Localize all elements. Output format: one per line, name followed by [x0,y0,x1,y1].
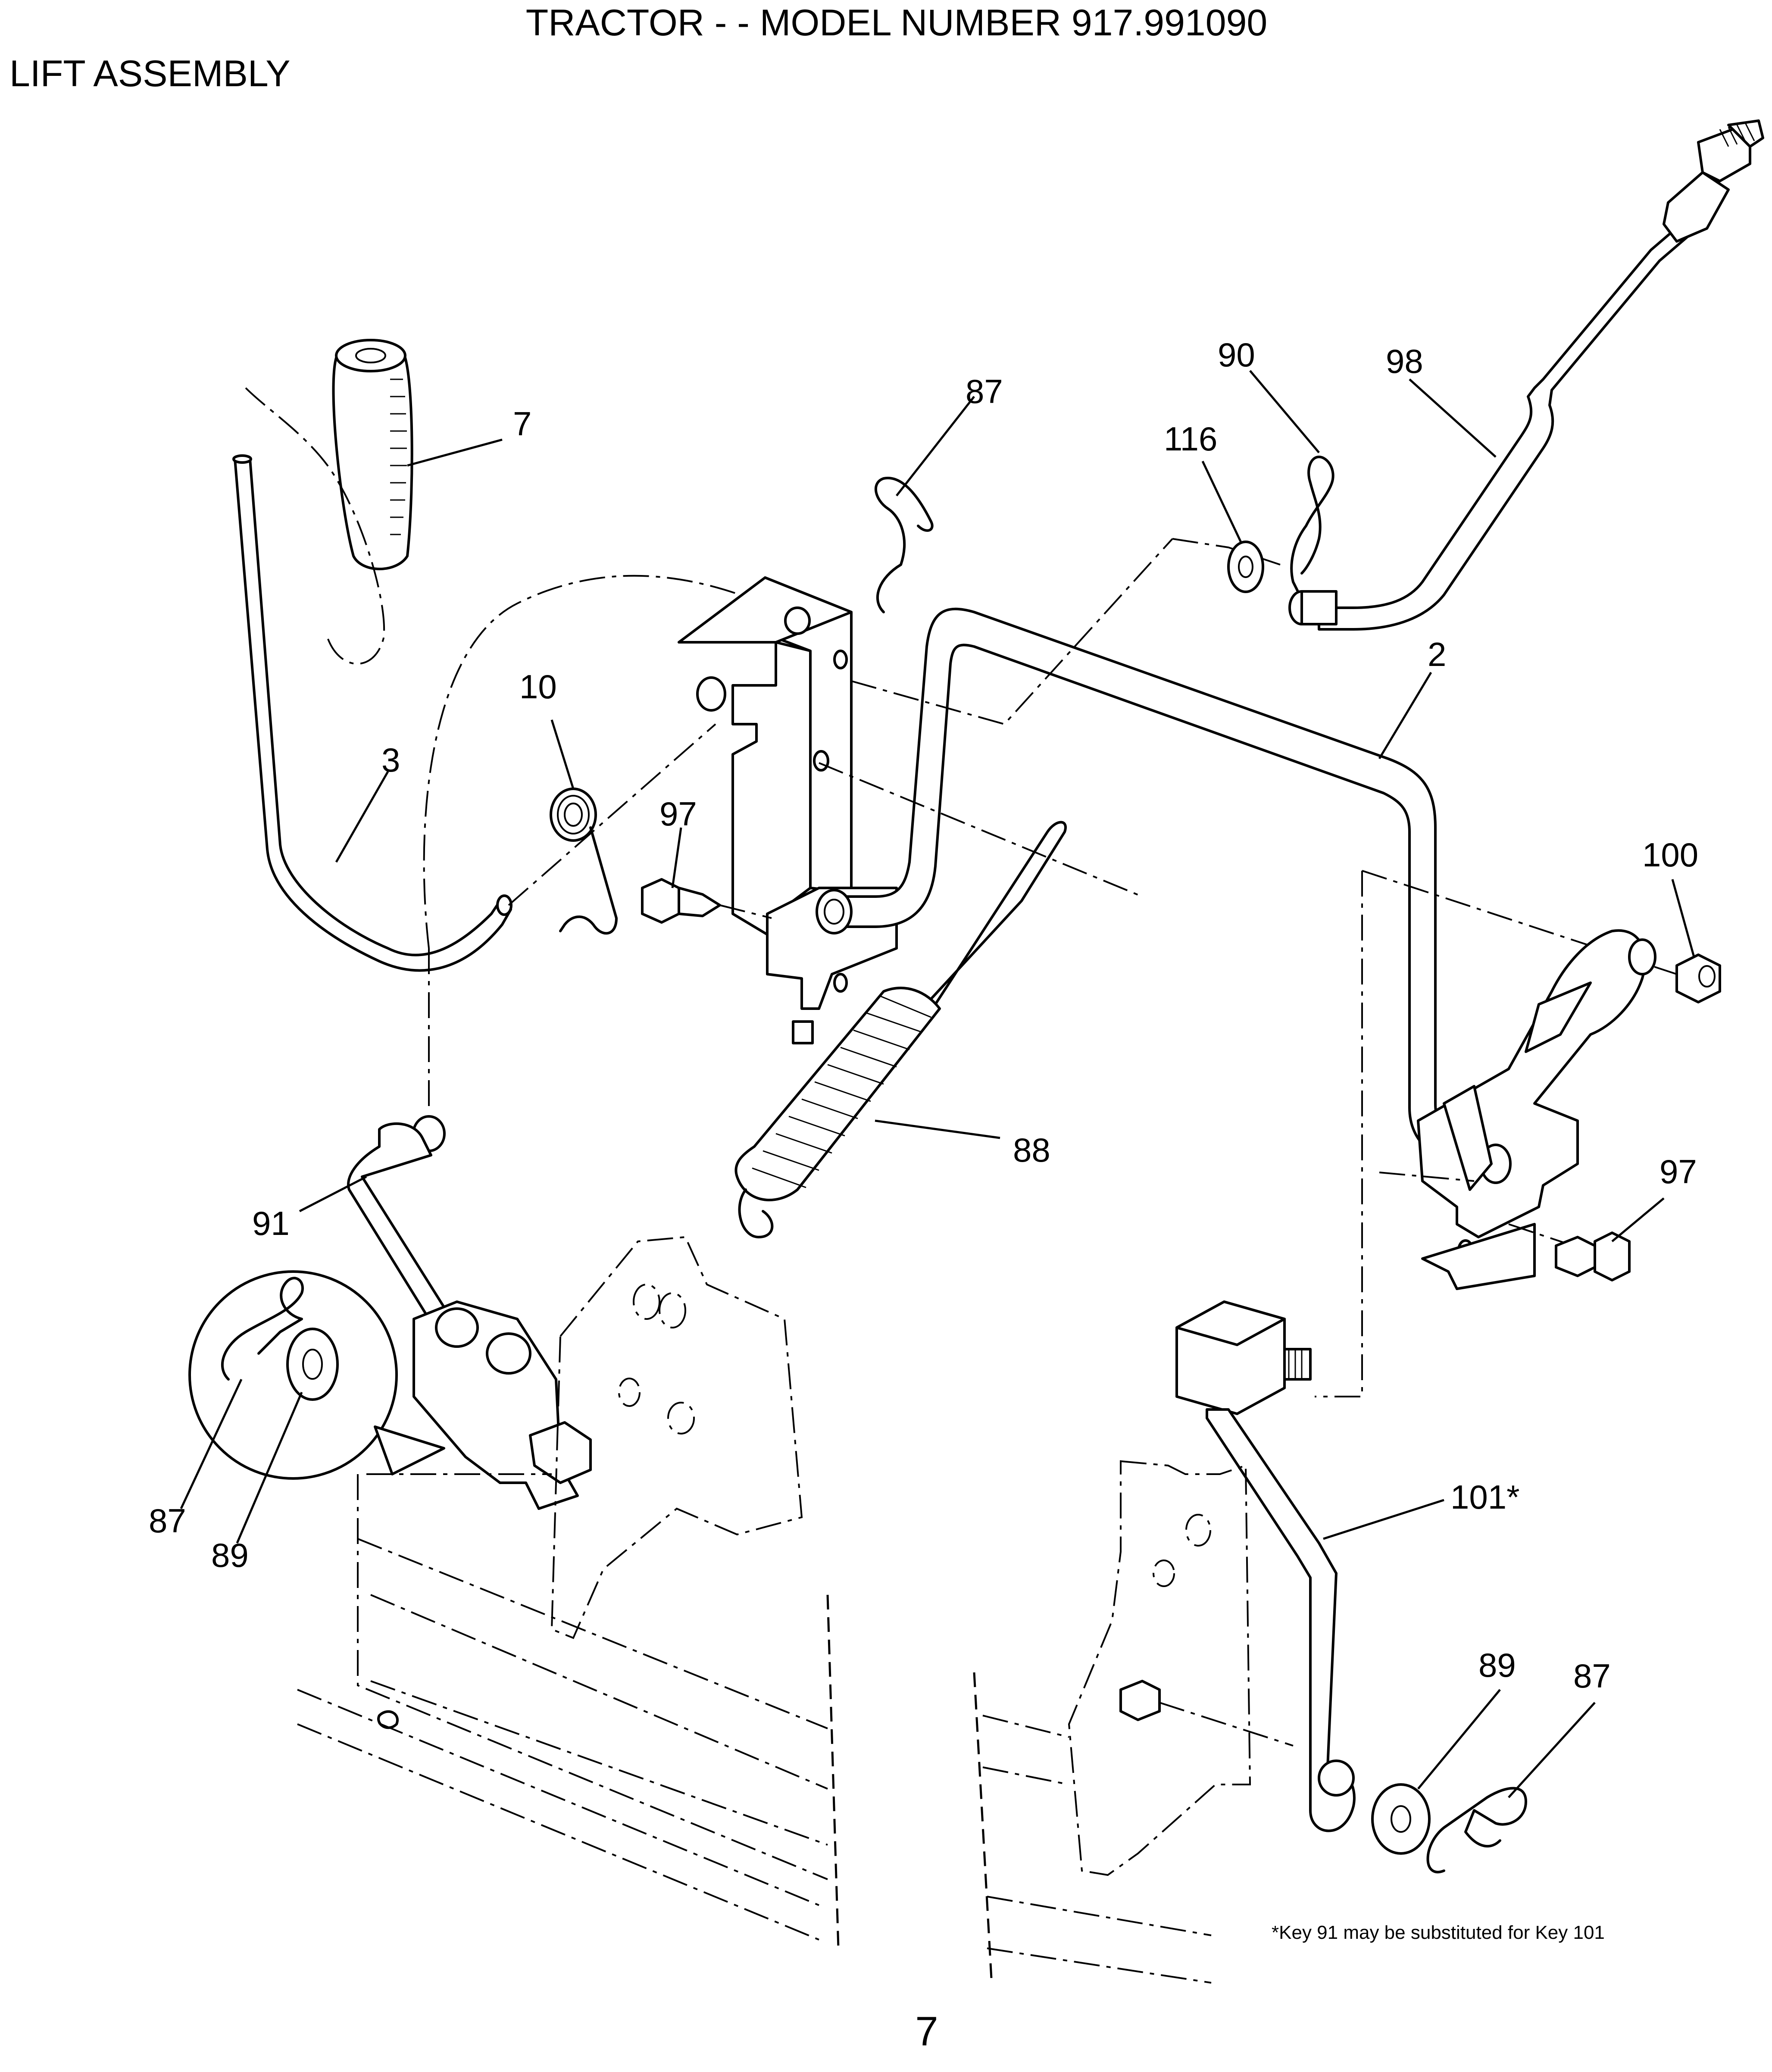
callout-97-right: 97 [1659,1153,1697,1191]
hairpin-clip-part-87-bottom [1426,1787,1527,1873]
callout-88: 88 [1013,1131,1050,1169]
callout-98: 98 [1386,342,1423,380]
callout-87-detail: 87 [149,1502,186,1540]
shaft-part-91 [347,1115,592,1510]
footnote: *Key 91 may be substituted for Key 101 [1272,1922,1605,1943]
torsion-spring-part-10 [550,788,618,935]
extension-spring-part-88 [734,821,1067,1238]
detail-circle [188,1270,445,1480]
grip-part-7 [332,339,413,570]
callout-91: 91 [252,1204,290,1242]
bolt-part-97-left [641,878,772,924]
washer-part-89-bottom [1371,1783,1431,1855]
lift-bracket [678,576,898,1044]
link-rod-part-98 [1288,119,1764,631]
page-number: 7 [915,2008,938,2054]
bolt-part-97-right [1555,1231,1631,1281]
callout-7: 7 [513,405,531,443]
lift-shaft-part-2 [816,607,1475,1165]
right-frame-phantom [973,1460,1294,1984]
right-lift-arm-bracket [1417,929,1656,1290]
lift-handle-part-3 [232,454,513,972]
callout-97-left: 97 [659,795,697,833]
callout-89-detail: 89 [211,1536,249,1574]
washer-part-116 [1227,541,1264,593]
section-title: LIFT ASSEMBLY [9,53,291,94]
leader-lines [180,370,1695,1798]
callout-100: 100 [1642,836,1698,874]
callout-101: 101* [1450,1478,1520,1516]
page-title: TRACTOR - - MODEL NUMBER 917.991090 [526,2,1268,44]
callout-87-bottom: 87 [1573,1657,1611,1695]
lift-link-part-101 [1175,1300,1356,1832]
callout-89-bottom: 89 [1478,1646,1516,1684]
hairpin-clip-part-87-top [875,477,934,613]
callout-87-top: 87 [966,372,1003,410]
callout-2: 2 [1428,635,1446,673]
hairpin-clip-part-90 [1290,456,1334,592]
callout-116: 116 [1164,420,1217,458]
callout-90: 90 [1218,336,1255,374]
callout-3: 3 [381,741,400,779]
left-frame-phantom [297,1236,840,1949]
callout-10: 10 [519,668,557,706]
nut-part-100 [1675,953,1721,1003]
